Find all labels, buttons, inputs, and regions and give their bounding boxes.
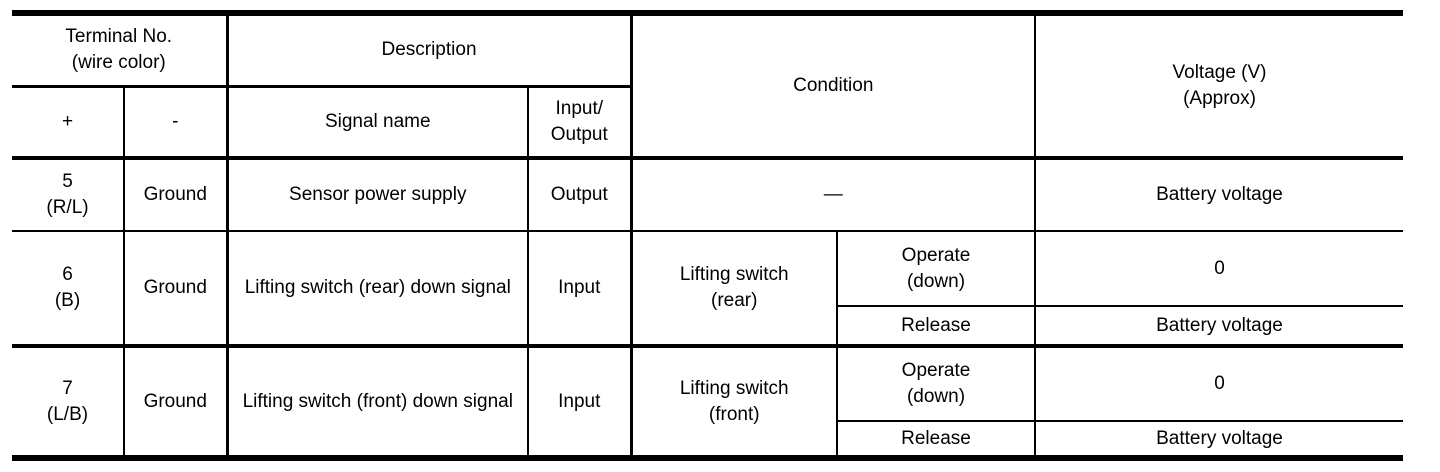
terminal-voltage-table: Terminal No. (wire color) Description Co… bbox=[12, 10, 1403, 461]
header-signal-name: Signal name bbox=[225, 86, 528, 160]
cell-terminal-no: 7 (L/B) bbox=[46, 377, 89, 425]
cell-condition-switch: Lifting switch (rear) bbox=[629, 231, 837, 348]
cell-condition-dash: — bbox=[629, 158, 1035, 232]
cell-ground: Ground bbox=[123, 346, 227, 458]
cell-terminal-no: 6 (B) bbox=[12, 231, 124, 348]
cell-voltage: Battery voltage bbox=[1034, 158, 1403, 232]
cell-condition-state: Operate (down) bbox=[836, 346, 1035, 422]
cell-condition-state: Release bbox=[836, 306, 1035, 348]
header-voltage: Voltage (V) (Approx) bbox=[1034, 13, 1403, 160]
table-row-terminal-6-release: Release Battery voltage bbox=[12, 306, 1403, 348]
cell-input-output: Input bbox=[527, 346, 631, 458]
cell-voltage: Battery voltage bbox=[1034, 421, 1403, 458]
header-row-1: Terminal No. (wire color) Description Co… bbox=[12, 13, 1403, 160]
cell-ground: Ground bbox=[123, 158, 227, 232]
table-row-terminal-7-operate: 7 (L/B) Ground Lifting switch (front) do… bbox=[12, 346, 1403, 458]
table-row-terminal-6-operate: 6 (B) Ground Lifting switch (rear) down … bbox=[12, 231, 1403, 348]
cell-signal-name: Sensor power supply bbox=[225, 158, 528, 232]
header-minus: - bbox=[123, 86, 227, 160]
table-row-terminal-5: 5 (R/L) Ground Sensor power supply Outpu… bbox=[12, 158, 1403, 232]
header-description: Description bbox=[225, 13, 631, 88]
cell-voltage: 0 bbox=[1034, 346, 1403, 422]
header-row-2: + - Signal name Input/ Output bbox=[12, 86, 1403, 160]
cell-voltage: 0 bbox=[1034, 231, 1403, 307]
cell-signal-name: Lifting switch (front) down signal bbox=[225, 346, 528, 458]
cell-condition-state: Release bbox=[836, 421, 1035, 458]
cell-condition-switch: Lifting switch (front) bbox=[629, 346, 837, 458]
header-condition: Condition bbox=[629, 13, 1035, 160]
cell-terminal-no: 5 (R/L) bbox=[12, 158, 124, 232]
cell-signal-name: Lifting switch (rear) down signal bbox=[225, 231, 528, 348]
cell-input-output: Input bbox=[527, 231, 631, 348]
header-terminal-no: Terminal No. (wire color) bbox=[12, 13, 227, 88]
cell-ground: Ground bbox=[123, 231, 227, 348]
cell-voltage: Battery voltage bbox=[1034, 306, 1403, 348]
cell-condition-state: Operate (down) bbox=[836, 231, 1035, 307]
cell-input-output: Output bbox=[527, 158, 631, 232]
header-plus: + bbox=[12, 86, 124, 160]
header-input-output: Input/ Output bbox=[527, 86, 631, 160]
table-row-terminal-7-release: Release Battery voltage bbox=[12, 421, 1403, 458]
